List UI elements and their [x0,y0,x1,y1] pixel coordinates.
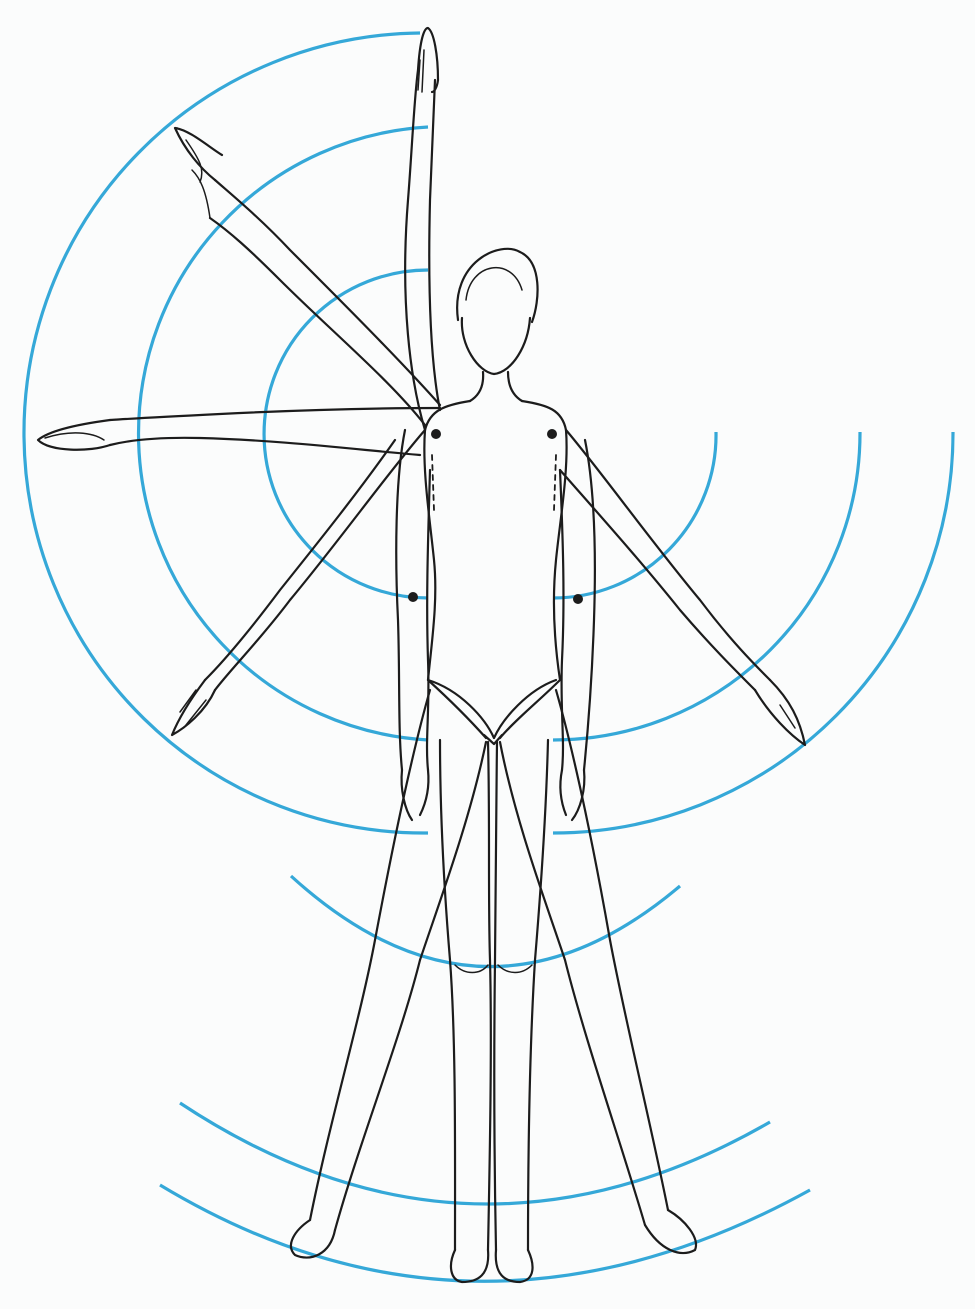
left-arm-horizontal [38,408,440,455]
foot-arc-lower [160,1185,810,1281]
left-elbow-joint [408,592,418,602]
torso [424,401,566,744]
right-arc-inner [553,432,716,598]
knee-arc [291,876,680,967]
left-arm-at-side [396,430,430,820]
motion-arcs [24,33,953,1281]
right-elbow-joint [573,594,583,604]
left-shoulder-joint [431,429,441,439]
left-arm-raised-diagonal [175,128,440,425]
right-arc-middle [553,432,860,740]
legs-spread [291,690,696,1258]
right-shoulder-joint [547,429,557,439]
shoulder-arc-middle [139,127,428,740]
left-arm-lowered-diagonal [172,430,425,735]
left-arm-raised-vertical [405,28,440,430]
right-underarm-seam [554,455,556,510]
foot-arc-upper [180,1103,770,1204]
right-arm-lowered-diagonal [560,430,805,745]
right-arm-at-side [560,440,595,820]
left-underarm-seam [432,455,434,510]
head [457,249,537,401]
right-arc-outer [553,432,953,833]
human-figure [38,28,805,1282]
